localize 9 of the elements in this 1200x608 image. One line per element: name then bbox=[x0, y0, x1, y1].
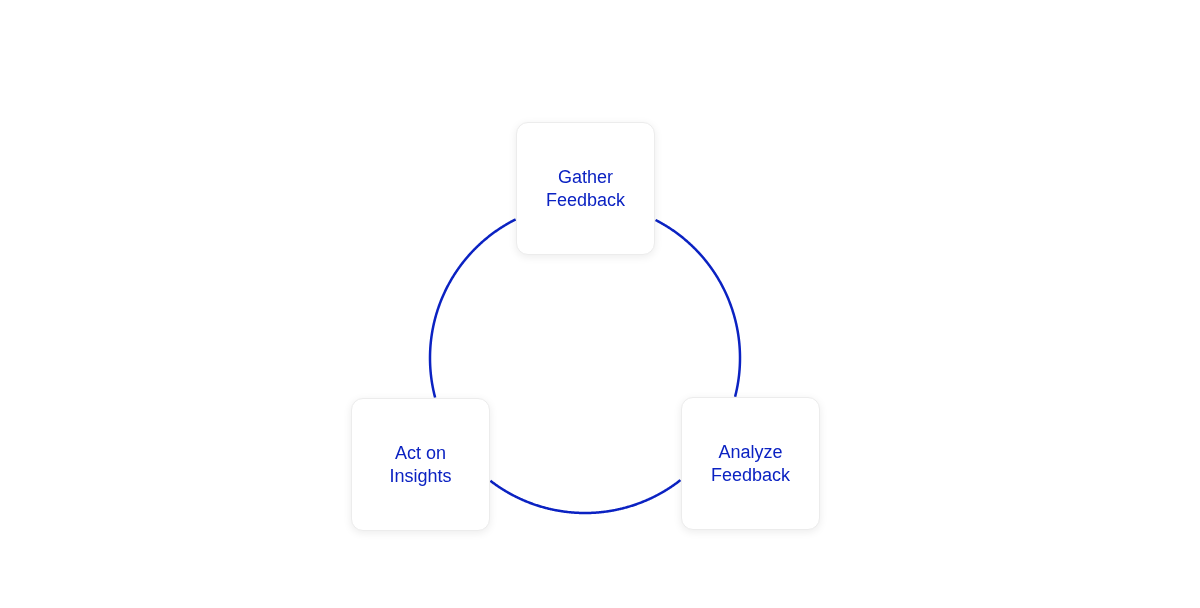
step-label: Gather Feedback bbox=[544, 165, 627, 212]
step-card bbox=[681, 397, 820, 530]
step-card bbox=[516, 122, 655, 255]
step-label: Analyze Feedback bbox=[709, 440, 792, 487]
step-label: Act on Insights bbox=[388, 441, 453, 488]
connector-arc bbox=[489, 479, 682, 515]
step-card bbox=[351, 398, 490, 531]
connector-arc bbox=[655, 218, 742, 398]
connector-arc bbox=[428, 218, 517, 398]
